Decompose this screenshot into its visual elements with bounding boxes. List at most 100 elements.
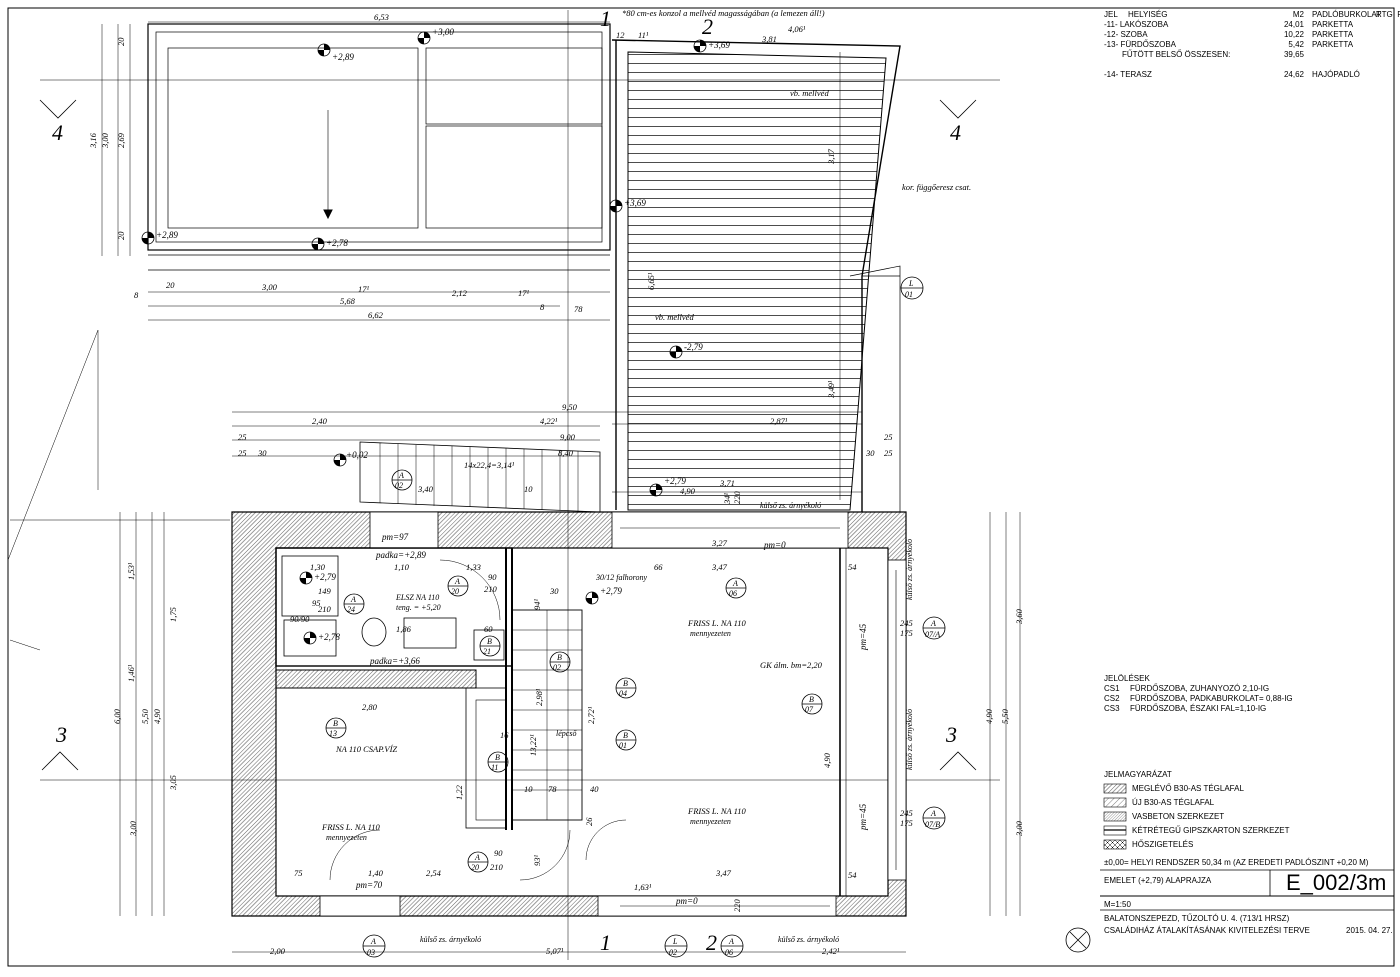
dim: 220 — [732, 899, 742, 913]
room-floor: PARKETTA — [1312, 40, 1354, 49]
note-pm70: pm=70 — [355, 880, 383, 890]
note-lepcso: lépcső — [556, 729, 577, 738]
tag-16-top: A — [370, 937, 376, 946]
dim: 1,33 — [466, 562, 481, 572]
dim: 20 — [116, 231, 126, 240]
sheet-frame — [7, 7, 1395, 967]
tag-2-top: A — [398, 471, 404, 480]
dim: 1,40 — [368, 868, 384, 878]
header-code: JEL — [1104, 10, 1118, 19]
dim: 78 — [574, 304, 583, 314]
dim: 2,40 — [312, 416, 328, 426]
dim: 220 — [732, 491, 742, 505]
section-4-right: 4 — [950, 120, 961, 145]
dim: 10 — [524, 484, 533, 494]
note-arnyekolo-side-2: külső zs. árnyékoló — [905, 709, 914, 770]
note-arnyekolo-top: külső zs. árnyékoló — [760, 501, 821, 510]
tag-13-top: A — [474, 853, 480, 862]
dim: 5,07¹ — [546, 946, 564, 956]
drawing-number: E_002/3m — [1286, 870, 1387, 895]
address: BALATONSZEPEZD, TŰZOLTÓ U. 4. (713/1 HRS… — [1104, 914, 1290, 923]
tag-7-top: B — [557, 653, 562, 662]
dim: 210 — [318, 604, 332, 614]
note-arnyekolo-bottom-right: külső zs. árnyékoló — [778, 935, 839, 944]
dim: 54 — [848, 870, 857, 880]
interior-walls — [275, 547, 847, 896]
dim: 3,05 — [168, 775, 178, 791]
room-row: -11- LAKÓSZOBA 24,01 PARKETTA — [1104, 20, 1400, 30]
dim: 5,50 — [140, 708, 150, 724]
dim: 20 — [166, 280, 175, 290]
tag-5-top: A — [732, 579, 738, 588]
project-name: CSALÁDIHÁZ ÁTALAKÍTÁSÁNAK KIVITELEZÉSI T… — [1104, 926, 1310, 935]
dim: 60 — [484, 624, 493, 634]
dim: 34¹ — [722, 493, 732, 506]
dim: 3,71 — [719, 478, 735, 488]
dim: 95 — [312, 598, 321, 608]
dim: 2,12 — [452, 288, 468, 298]
dim: 1,30 — [310, 562, 326, 572]
dim: 175 — [900, 818, 913, 828]
terrace-area: 24,62 — [1283, 70, 1304, 79]
level-8: +2,79 — [664, 476, 686, 486]
header-floor: PADLÓBURKOLAT — [1312, 10, 1382, 19]
dim: 12 — [616, 30, 625, 40]
dim: 11¹ — [638, 30, 649, 40]
heated-total-label: FŰTÖTT BELSŐ ÖSSZESEN: — [1122, 50, 1231, 59]
level-markers — [141, 31, 707, 645]
level-4: +2,78 — [326, 238, 348, 248]
north-arrow — [1065, 927, 1091, 953]
dim: 6,65¹ — [646, 272, 656, 290]
dim: 93¹ — [532, 855, 542, 867]
dim: 30 — [549, 586, 559, 596]
title-block-lines — [1100, 869, 1394, 911]
dim: 4,90 — [152, 708, 162, 724]
section-1-top: 1 — [600, 6, 611, 31]
dim: 78 — [548, 784, 557, 794]
tag-11-bottom: 13 — [329, 729, 337, 738]
legend-swatch-insulation — [1103, 839, 1127, 850]
marking-text: FÜRDŐSZOBA, PADKABURKOLAT= 0,88-IG — [1130, 694, 1293, 703]
dim: 10 — [524, 784, 533, 794]
tag-13-bottom: 20 — [471, 863, 479, 872]
tag-16-bottom: 03 — [367, 948, 375, 957]
upper-balcony — [147, 23, 611, 271]
terrace — [611, 39, 901, 512]
level-12: +2,78 — [318, 632, 340, 642]
note-gk-alm: GK álm. bm=2,20 — [760, 660, 823, 670]
terrace-floor: HAJÓPADLÓ — [1312, 70, 1360, 79]
dim: 210 — [484, 584, 498, 594]
tag-4-top: A — [350, 595, 356, 604]
tag-15-top: A — [930, 809, 936, 818]
room-area: 10,22 — [1283, 30, 1304, 39]
tag-1-bottom: 01 — [905, 290, 913, 299]
legend-swatch-concrete — [1103, 811, 1127, 822]
dim: 3,00 — [128, 820, 138, 837]
section-3-right: 3 — [945, 722, 957, 747]
tag-14-top: A — [930, 619, 936, 628]
tag-12-top: B — [495, 753, 500, 762]
note-elsz: ELSZ NA 110 — [395, 593, 439, 602]
terrace-label: -14- TERASZ — [1104, 70, 1152, 79]
dim: 1,86 — [396, 624, 412, 634]
dim: 3,81 — [761, 34, 777, 44]
tag-10-top: B — [809, 695, 814, 704]
header-area: M2 — [1292, 10, 1304, 19]
level-7: -2,79 — [684, 342, 703, 352]
tag-14-bottom: 07/A — [925, 630, 940, 639]
tag-12-bottom: 11 — [491, 763, 498, 772]
dim: 2,42¹ — [822, 946, 840, 956]
dim: 210 — [490, 862, 504, 872]
note-stair: 14x22,4=3,14¹ — [464, 460, 515, 470]
section-3-left: 3 — [55, 722, 67, 747]
dim: 2,87¹ — [770, 416, 788, 426]
tag-9-bottom: 01 — [619, 741, 627, 750]
dim: 245 — [900, 618, 913, 628]
marking-text: FÜRDŐSZOBA, ÉSZAKI FAL=1,10-IG — [1130, 704, 1267, 713]
dim: 4,90 — [984, 708, 994, 724]
dim: 1,63¹ — [634, 882, 652, 892]
tag-18-bottom: 06 — [725, 948, 733, 957]
note-friss-3: FRISS L. NA 110 — [321, 822, 381, 832]
